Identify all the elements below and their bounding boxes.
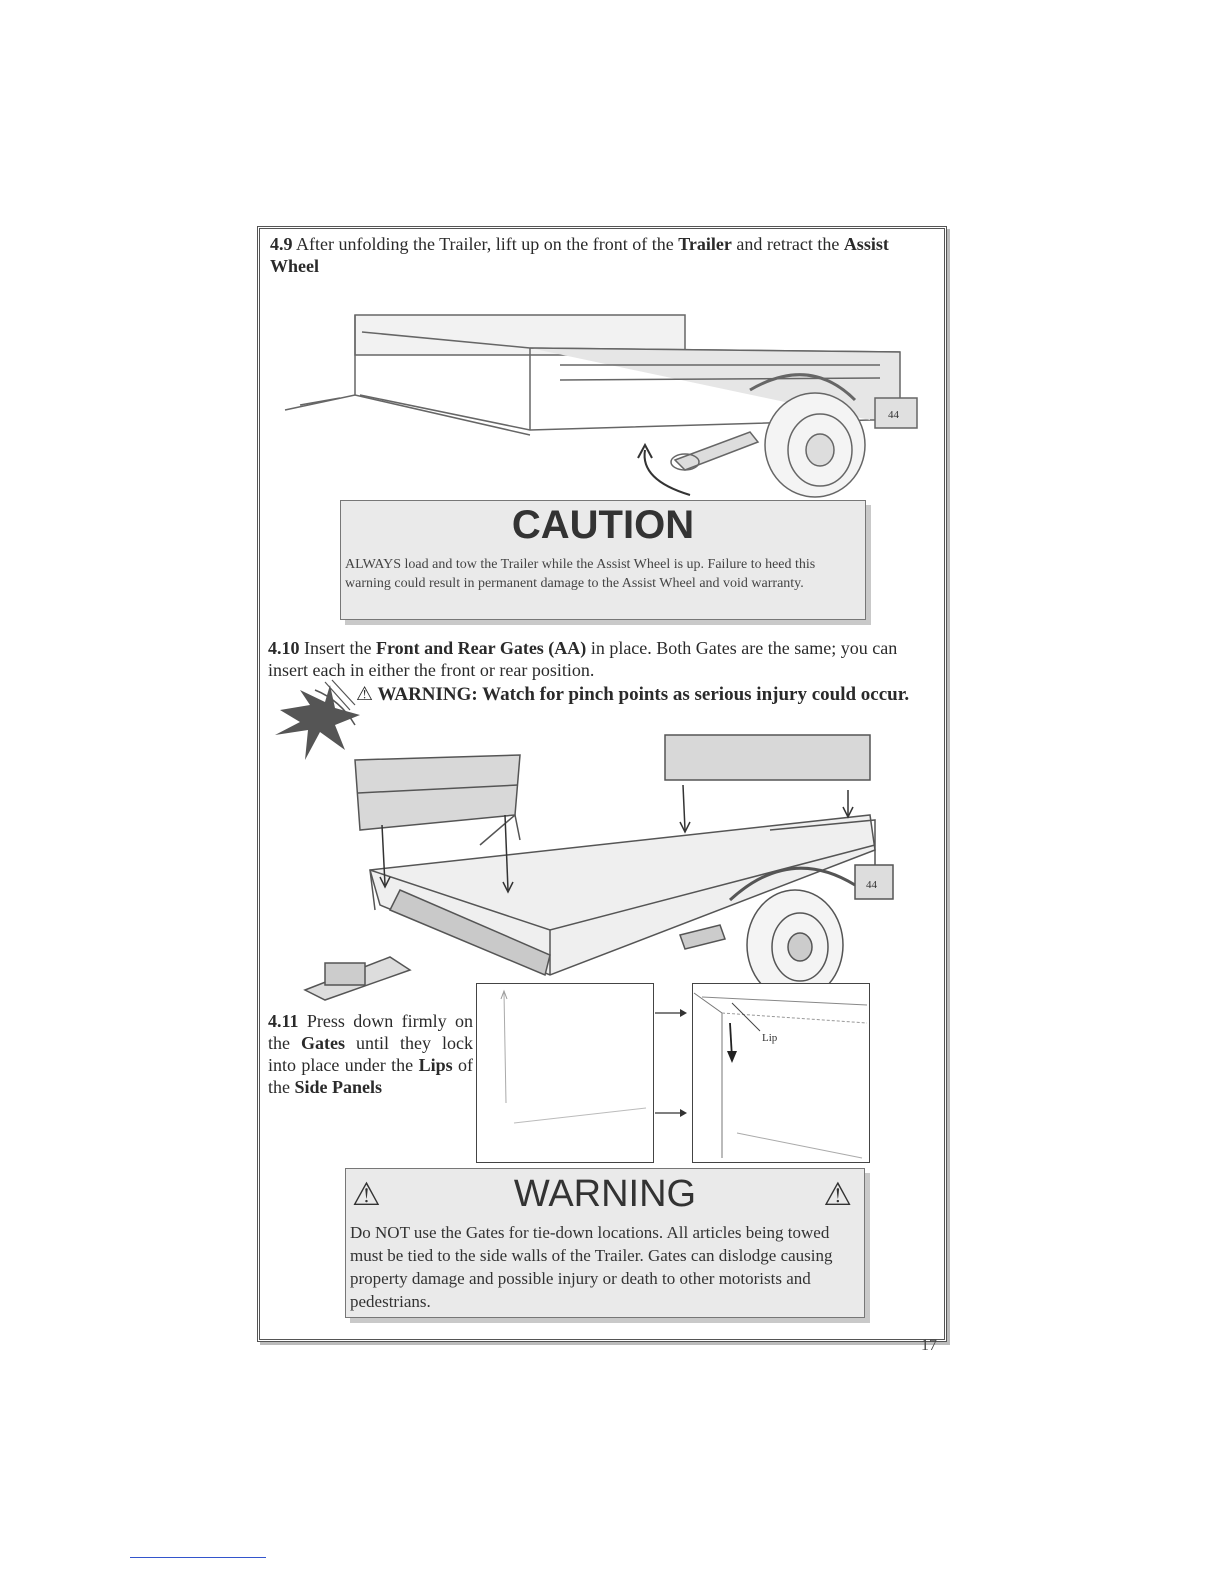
taillight-label: 44 (866, 879, 878, 891)
trailer-assist-wheel-illustration: 44 (284, 314, 918, 498)
step-number: 4.9 (270, 234, 293, 254)
warning-triangle-icon: ⚠ (352, 1176, 381, 1212)
instruction-panel (257, 226, 947, 1342)
step-4-9: 4.9 After unfolding the Trailer, lift up… (270, 234, 889, 276)
gate-detail-before (476, 983, 654, 1163)
gate-detail-lip: Lip (692, 983, 870, 1163)
lip-label: Lip (762, 1032, 778, 1044)
step-4-11: 4.11 Press down firmly on the Gates unti… (268, 1011, 473, 1097)
caution-box: CAUTION ALWAYS load and tow the Trailer … (340, 500, 866, 620)
warning-triangle-icon: ⚠ (356, 684, 374, 705)
warning-body: Do NOT use the Gates for tie-down locati… (350, 1223, 833, 1311)
step-number: 4.11 (268, 1011, 299, 1031)
warning-triangle-icon: ⚠ (823, 1176, 852, 1212)
trailer-gates-illustration: 44 (303, 734, 894, 1001)
warning-box: ⚠ WARNING ⚠ Do NOT use the Gates for tie… (345, 1168, 865, 1318)
warning-title: WARNING (513, 1173, 697, 1215)
step-number: 4.10 (268, 638, 300, 658)
pinch-hand-icon (275, 679, 360, 760)
arrow-icon (655, 1009, 687, 1117)
taillight-label: 44 (888, 409, 900, 421)
step-4-10: 4.10 Insert the Front and Rear Gates (AA… (268, 638, 898, 680)
footer-rule (130, 1557, 266, 1558)
caution-title: CAUTION (511, 503, 695, 547)
pinch-warning: ⚠ WARNING: Watch for pinch points as ser… (356, 684, 910, 705)
page-number: 17 (921, 1337, 937, 1354)
caution-body: ALWAYS load and tow the Trailer while th… (345, 557, 816, 591)
